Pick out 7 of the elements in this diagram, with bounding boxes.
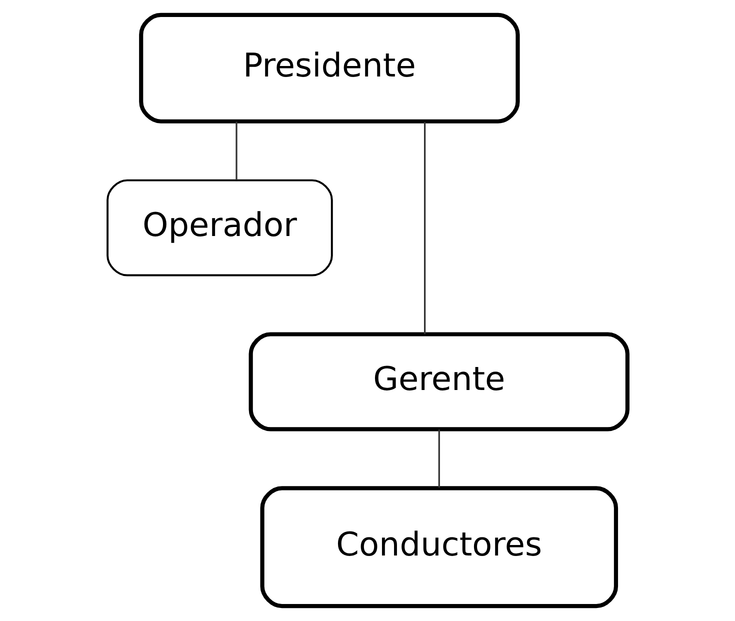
connector — [424, 122, 426, 334]
connector — [438, 430, 440, 488]
node-box: Operador — [106, 179, 333, 276]
node-box: Presidente — [139, 12, 520, 124]
node-box: Conductores — [260, 486, 618, 608]
node-box: Gerente — [248, 332, 630, 432]
connector — [236, 122, 238, 180]
